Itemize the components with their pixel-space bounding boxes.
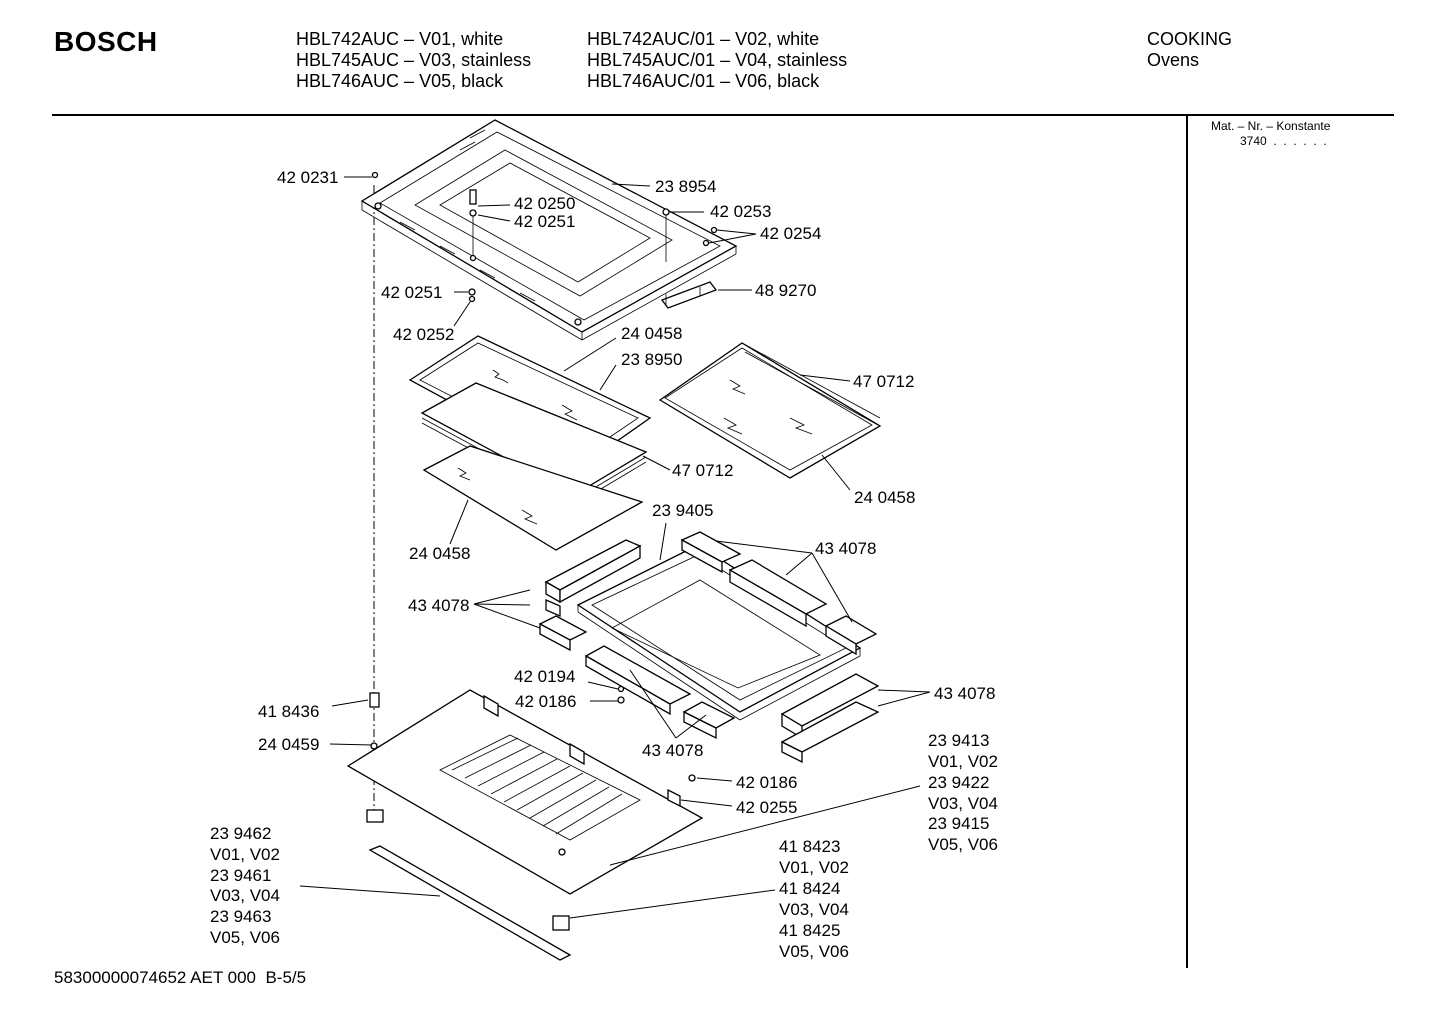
callout-420186: 42 0186 [736, 773, 797, 792]
side-divider [1186, 116, 1188, 968]
header-divider [52, 114, 1394, 116]
callout-line: 41 8425 [779, 921, 840, 940]
callout-420253: 42 0253 [710, 202, 771, 221]
callout-line: 41 8424 [779, 879, 840, 898]
callout-434078: 43 4078 [642, 741, 703, 760]
callout-470712: 47 0712 [672, 461, 733, 480]
model-line: HBL745AUC – V03, stainless [296, 50, 532, 70]
door-handle [368, 845, 572, 961]
callout-434078: 43 4078 [408, 596, 469, 615]
right-glass-pane [658, 342, 882, 479]
callout-420252: 42 0252 [393, 325, 454, 344]
material-number-panel: Mat. – Nr. – Konstante 3740 . . . . . . [1211, 119, 1330, 149]
screw-hardware-top [371, 171, 718, 303]
callout-line: V01, V02 [928, 752, 998, 771]
model-line: HBL742AUC/01 – V02, white [587, 29, 820, 49]
model-line: HBL746AUC/01 – V06, black [587, 71, 820, 91]
model-list-right: HBL742AUC/01 – V02, white HBL745AUC/01 –… [587, 29, 847, 92]
category-label: COOKING [1147, 29, 1233, 49]
callout-line: 23 9461 [210, 866, 271, 885]
lower-glass-pane [422, 445, 644, 551]
brand-logo: BOSCH [54, 26, 158, 57]
top-cover-plate [360, 119, 738, 341]
callout-420186: 42 0186 [515, 692, 576, 711]
callout-420250: 42 0250 [514, 194, 575, 213]
hinge-bracket [660, 281, 718, 309]
foot-callout-group: 41 8423 V01, V02 41 8424 V03, V04 41 842… [779, 837, 849, 961]
model-list-left: HBL742AUC – V01, white HBL745AUC – V03, … [296, 29, 531, 92]
model-line: HBL746AUC – V05, black [296, 71, 504, 91]
callout-238950: 23 8950 [621, 350, 682, 369]
callout-420255: 42 0255 [736, 798, 797, 817]
callout-line: 23 9422 [928, 773, 989, 792]
callout-434078: 43 4078 [815, 539, 876, 558]
callout-line: 23 9462 [210, 824, 271, 843]
callout-420254: 42 0254 [760, 224, 821, 243]
document-code: 58300000074652 AET 000 B-5/5 [54, 968, 307, 987]
model-line: HBL742AUC – V01, white [296, 29, 504, 49]
callout-420251: 42 0251 [381, 283, 442, 302]
callout-line: V01, V02 [210, 845, 280, 864]
callout-line: V01, V02 [779, 858, 849, 877]
callout-line: V03, V04 [779, 900, 849, 919]
material-number-label: Mat. – Nr. – Konstante [1211, 119, 1331, 133]
spacer-blocks [538, 531, 880, 764]
trim-callout-group: 23 9413 V01, V02 23 9422 V03, V04 23 941… [928, 731, 998, 854]
subcategory-label: Ovens [1147, 50, 1200, 70]
model-line: HBL745AUC/01 – V04, stainless [587, 50, 848, 70]
callout-420194: 42 0194 [514, 667, 575, 686]
callout-420231: 42 0231 [277, 168, 338, 187]
handle-callout-group: 23 9462 V01, V02 23 9461 V03, V04 23 946… [210, 824, 280, 947]
callout-239405: 23 9405 [652, 501, 713, 520]
callout-434078: 43 4078 [934, 684, 995, 703]
callout-240458: 24 0458 [621, 324, 682, 343]
callout-418436: 41 8436 [258, 702, 319, 721]
leader-lines [299, 176, 931, 919]
category-block: COOKING Ovens [1147, 29, 1232, 71]
standoffs-feet [366, 685, 696, 931]
callout-line: 23 9415 [928, 814, 989, 833]
callout-line: V05, V06 [779, 942, 849, 961]
callout-line: 23 9463 [210, 907, 271, 926]
bottom-plate [346, 689, 704, 895]
callout-line: V03, V04 [928, 794, 998, 813]
door-frame [576, 544, 862, 721]
callout-240458: 24 0458 [409, 544, 470, 563]
callout-240458: 24 0458 [854, 488, 915, 507]
callout-470712: 47 0712 [853, 372, 914, 391]
callout-238954: 23 8954 [655, 177, 716, 196]
callout-line: V05, V06 [210, 928, 280, 947]
callout-420251: 42 0251 [514, 212, 575, 231]
callout-line: 23 9413 [928, 731, 989, 750]
callout-line: 41 8423 [779, 837, 840, 856]
callout-489270: 48 9270 [755, 281, 816, 300]
callout-240459: 24 0459 [258, 735, 319, 754]
callout-line: V03, V04 [210, 886, 280, 905]
material-number-value: 3740 . . . . . . [1240, 134, 1327, 148]
callout-line: V05, V06 [928, 835, 998, 854]
callout-labels: 42 0231 23 8954 42 0250 42 0251 42 0253 … [258, 168, 995, 817]
